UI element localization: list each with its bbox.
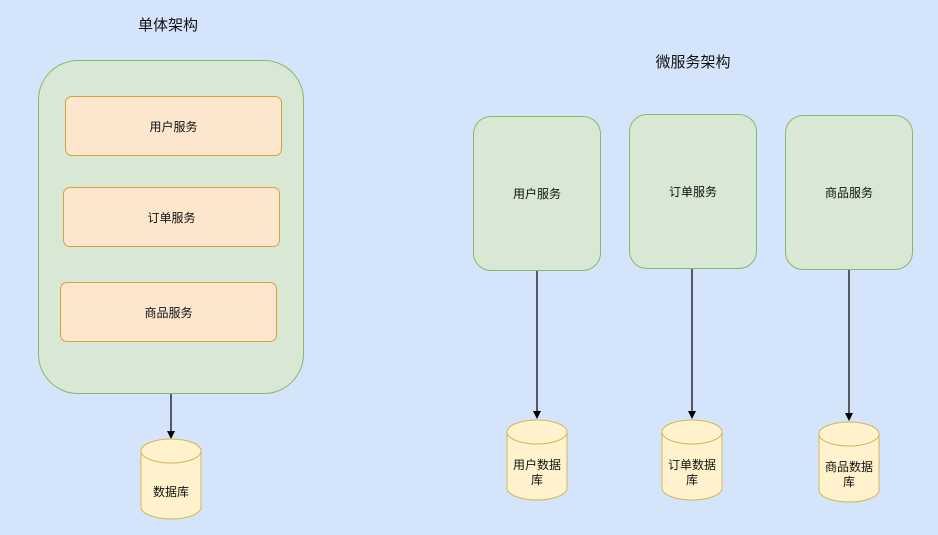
- monolith-user-service: 用户服务: [65, 96, 282, 156]
- micro-product-service: 商品服务: [785, 115, 913, 270]
- micro-order-service: 订单服务: [629, 114, 757, 269]
- monolith-product-service-label: 商品服务: [144, 305, 193, 320]
- user-database-label: 用户数据 库: [512, 458, 561, 487]
- user-database-cylinder: [506, 419, 568, 501]
- product-database-label: 商品数据 库: [824, 460, 873, 489]
- monolith-title: 单体架构: [137, 16, 199, 34]
- micro-user-service: 用户服务: [473, 116, 601, 271]
- micro-order-service-label: 订单服务: [668, 185, 717, 199]
- monolith-order-service-label: 订单服务: [147, 210, 196, 225]
- monolith-database-label: 数据库: [152, 484, 189, 499]
- monolith-user-service-label: 用户服务: [149, 119, 198, 134]
- product-database-cylinder: [818, 421, 880, 503]
- micro-product-service-label: 商品服务: [824, 186, 873, 200]
- monolith-product-service: 商品服务: [60, 282, 277, 342]
- monolith-order-service: 订单服务: [63, 187, 280, 247]
- order-database-cylinder: [661, 419, 723, 501]
- monolith-database-cylinder: [140, 438, 202, 520]
- micro-user-service-label: 用户服务: [512, 187, 561, 201]
- microservices-title: 微服务架构: [655, 53, 731, 71]
- order-database-label: 订单数据 库: [667, 458, 716, 487]
